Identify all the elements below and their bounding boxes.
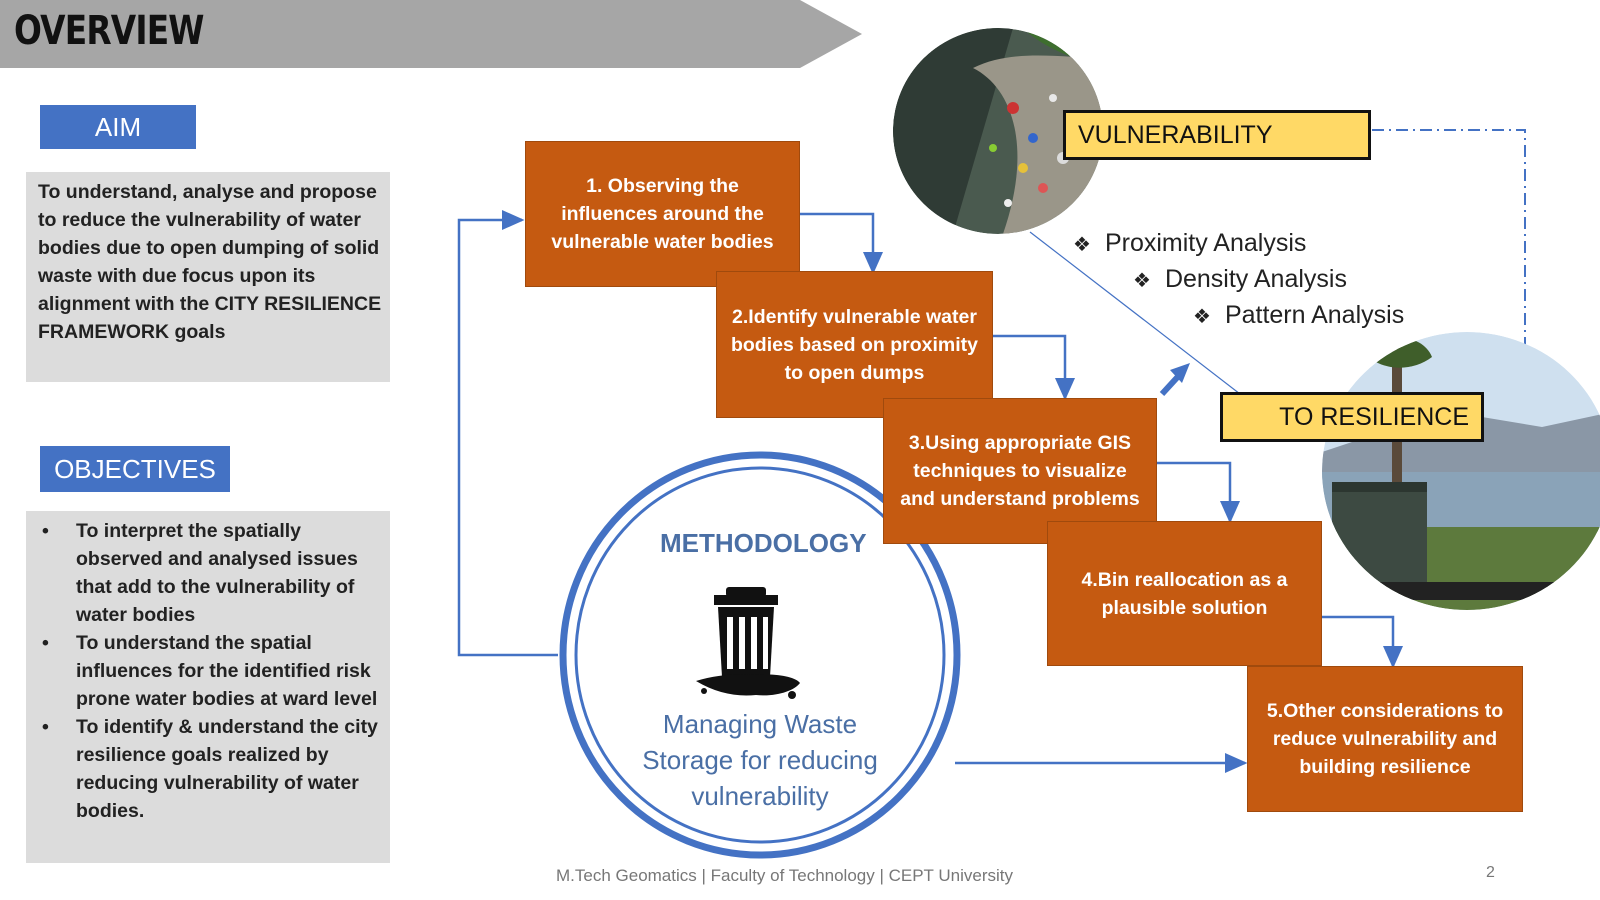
page-title: OVERVIEW [14,8,204,54]
objective-item: To identify & understand the city resili… [42,713,380,825]
step-3-box: 3.Using appropriate GIS techniques to vi… [883,398,1157,544]
vulnerability-label: VULNERABILITY [1063,110,1371,160]
analysis-item: ❖Density Analysis [1133,265,1347,293]
analysis-item: ❖Proximity Analysis [1073,229,1307,257]
lakeside-bin-photo [1322,332,1600,610]
methodology-title: METHODOLOGY [660,528,867,558]
bullet-icon: ❖ [1133,270,1151,292]
step-2-box: 2.Identify vulnerable water bodies based… [716,271,993,418]
objective-item: To understand the spatial influences for… [42,629,380,713]
aim-panel: To understand, analyse and propose to re… [26,172,390,382]
aim-label: AIM [40,105,196,149]
step-5-box: 5.Other considerations to reduce vulnera… [1247,666,1523,812]
step-1-box: 1. Observing the influences around the v… [525,141,800,287]
analysis-item: ❖Pattern Analysis [1193,301,1405,329]
objectives-list: To interpret the spatially observed and … [38,517,380,825]
bullet-icon: ❖ [1193,306,1211,328]
step-4-box: 4.Bin reallocation as a plausible soluti… [1047,521,1322,666]
to-resilience-label: TO RESILIENCE [1220,392,1484,442]
bullet-icon: ❖ [1073,234,1091,256]
trash-bin-icon [696,587,800,699]
methodology-caption: Managing Waste Storage for reducing vuln… [642,709,878,811]
header-band [0,0,862,68]
page-number: 2 [1486,864,1495,881]
footer: M.Tech Geomatics | Faculty of Technology… [556,866,1013,885]
objective-item: To interpret the spatially observed and … [42,517,380,629]
objectives-panel: To interpret the spatially observed and … [26,511,390,863]
aim-text: To understand, analyse and propose to re… [38,181,382,343]
objectives-label: OBJECTIVES [40,446,230,492]
